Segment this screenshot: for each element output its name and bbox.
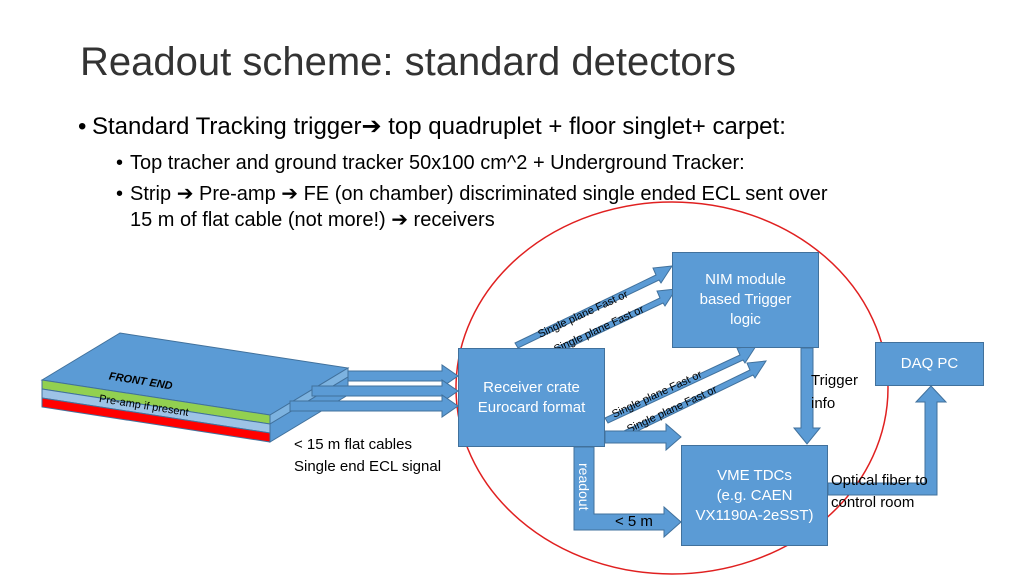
highlight-circle xyxy=(455,201,889,575)
optical-fiber-arrow xyxy=(827,385,948,496)
arrow-icon: ➔ xyxy=(361,113,382,140)
bullet-sub-1: •Top tracher and ground tracker 50x100 c… xyxy=(116,152,745,174)
bullet-dot: • xyxy=(116,183,124,205)
cables-label-2: Single end ECL signal xyxy=(294,458,442,475)
arrow-icon: ➔ xyxy=(176,183,194,205)
page-title: Readout scheme: standard detectors xyxy=(80,40,736,84)
fast-or-arrows xyxy=(514,265,767,438)
trigger-info-label-1: Trigger xyxy=(811,372,858,389)
bullet-dot: • xyxy=(78,113,87,140)
arrow-icon: ➔ xyxy=(281,183,299,205)
arrow-icon: ➔ xyxy=(391,209,408,231)
flat-cable-arrows xyxy=(289,364,459,418)
lt5m-label: < 5 m xyxy=(615,513,653,530)
vme-tdcs-box: VME TDCs (e.g. CAEN VX1190A-2eSST) xyxy=(681,445,828,546)
receiver-to-vme-arrow xyxy=(604,422,682,452)
trigger-info-label-2: info xyxy=(811,395,836,412)
receiver-crate-box: Receiver crate Eurocard format xyxy=(458,348,605,447)
nim-module-box: NIM module based Trigger logic xyxy=(672,252,819,348)
readout-arrow xyxy=(573,446,682,539)
bullet-sub-2: •Strip ➔ Pre-amp ➔ FE (on chamber) discr… xyxy=(116,183,828,231)
readout-label: readout xyxy=(576,463,592,511)
trigger-info-arrow xyxy=(792,347,822,445)
cable-arrow xyxy=(311,379,459,403)
bullet-dot: • xyxy=(116,152,124,174)
optical-fiber-label-1: Optical fiber to xyxy=(831,472,928,489)
bullet-main: •Standard Tracking trigger➔ top quadrupl… xyxy=(78,113,786,140)
cables-label-1: < 15 m flat cables xyxy=(294,436,412,453)
detector-illustration: FRONT END Pre-amp if present xyxy=(40,332,350,443)
daq-pc-box: DAQ PC xyxy=(875,342,984,386)
cable-arrow xyxy=(289,394,459,418)
optical-fiber-label-2: control room xyxy=(831,494,915,511)
cable-arrow xyxy=(347,364,459,388)
